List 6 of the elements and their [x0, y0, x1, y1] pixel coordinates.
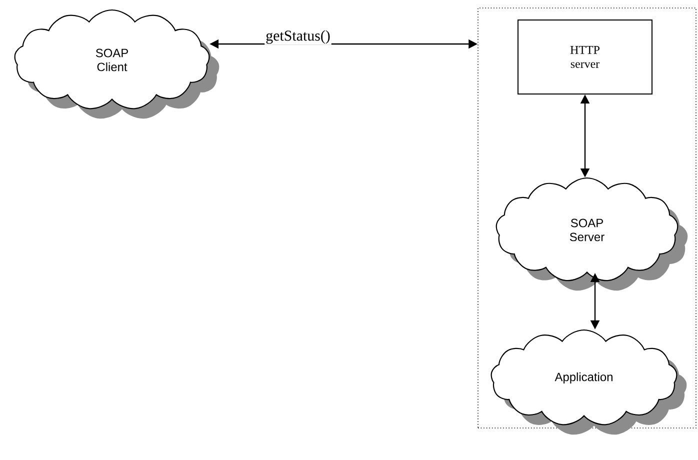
cloud: SOAP Server: [496, 177, 688, 291]
server-box: HTTP server: [518, 20, 652, 94]
dotted-frame: [478, 8, 696, 428]
edge-label: getStatus(): [264, 29, 332, 45]
cloud: SOAP Client: [14, 9, 220, 119]
cloud: Application: [490, 329, 687, 435]
